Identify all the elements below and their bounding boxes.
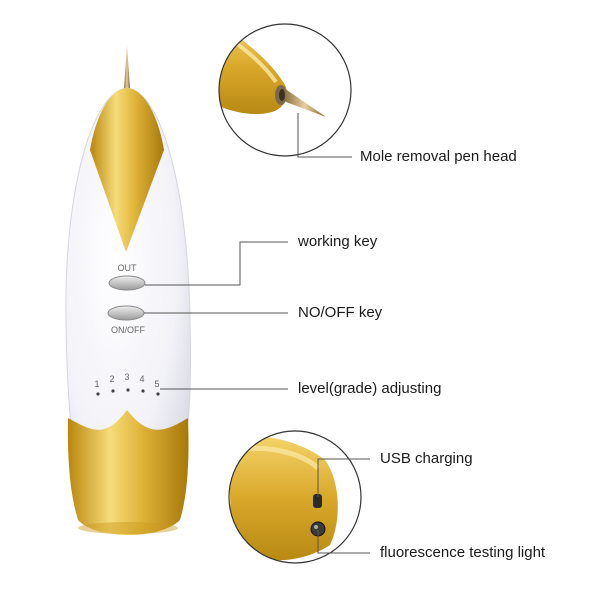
working-key-callout: working key [298, 233, 378, 250]
level-dot [96, 392, 100, 396]
level-indicator: 1 2 3 4 5 [94, 372, 160, 396]
working-key-button[interactable] [108, 275, 146, 291]
usb-charging-callout: USB charging [380, 450, 473, 467]
mole-removal-pen: OUT ON/OFF 1 2 3 4 5 [65, 46, 192, 535]
callout-lines [144, 113, 370, 554]
fluorescence-light-callout: fluorescence testing light [380, 544, 546, 561]
level-dot [126, 388, 130, 392]
level-dot [156, 392, 160, 396]
needle-tip [124, 46, 130, 88]
level-dot [141, 389, 145, 393]
base-detail [228, 430, 362, 564]
onoff-label: ON/OFF [111, 325, 145, 335]
pen-head-callout: Mole removal pen head [360, 148, 517, 165]
level-dot [111, 389, 115, 393]
level-number: 1 [94, 379, 99, 389]
fluorescence-line [317, 530, 370, 554]
onoff-key-button[interactable] [107, 305, 145, 321]
onoff-key-callout: NO/OFF key [298, 304, 383, 321]
level-adjusting-callout: level(grade) adjusting [298, 380, 442, 397]
level-number: 3 [124, 372, 129, 382]
pen-head-line [297, 113, 352, 158]
usb-line [317, 458, 370, 497]
usb-port [313, 494, 322, 508]
pen-head-detail [218, 23, 352, 157]
out-label: OUT [118, 263, 138, 273]
working-key-line [145, 241, 288, 286]
gold-base [67, 410, 189, 535]
level-number: 2 [109, 374, 114, 384]
level-number: 4 [139, 374, 144, 384]
gold-top-cap [90, 88, 164, 252]
level-number: 5 [154, 379, 159, 389]
